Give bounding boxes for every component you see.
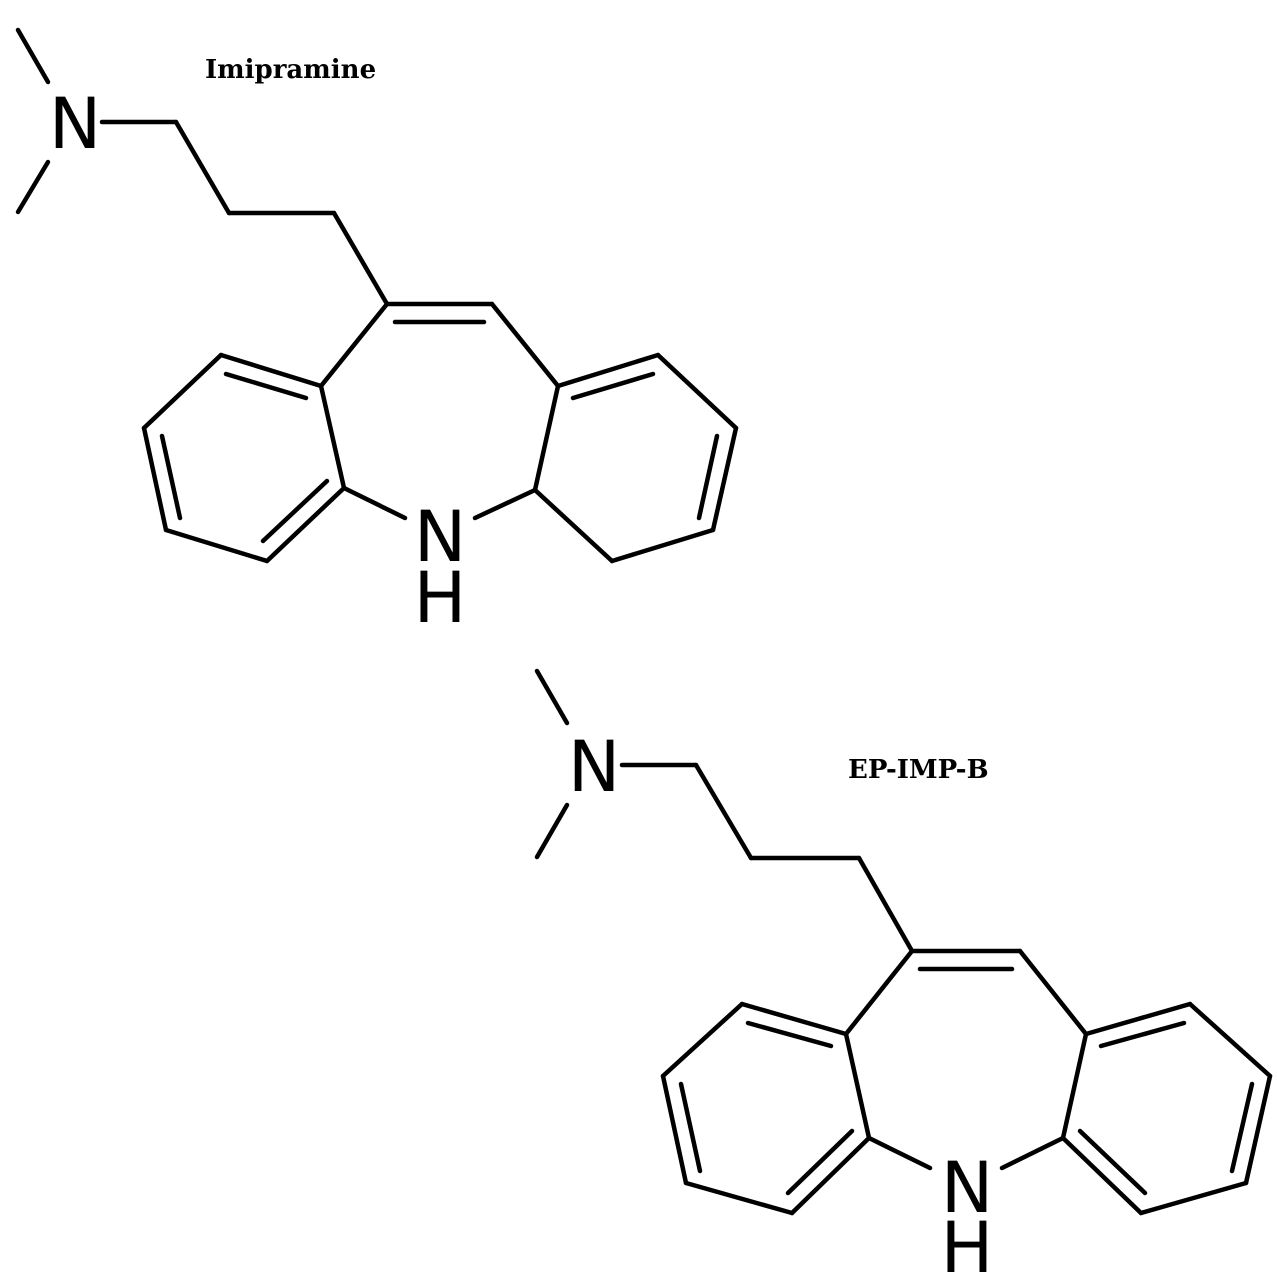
molecule-ep-imp-b: EP-IMP-B — [534, 668, 1273, 1280]
atom-label-ring-hydrogen: H — [941, 1207, 994, 1280]
molecule-title-imipramine: Imipramine — [205, 55, 376, 85]
atom-label-ring-nitrogen: N — [414, 496, 466, 578]
bonds-ep-imp-b — [534, 668, 1273, 1216]
atom-label-ring-hydrogen: H — [414, 557, 467, 639]
bonds-imipramine — [15, 27, 739, 564]
atom-label-ring-nitrogen: N — [941, 1147, 993, 1229]
molecule-imipramine: Imipramine — [15, 27, 739, 639]
molecule-title-ep-imp-b: EP-IMP-B — [848, 755, 989, 785]
atom-label-amine-nitrogen: N — [568, 726, 620, 808]
atom-label-amine-nitrogen: N — [49, 83, 101, 165]
